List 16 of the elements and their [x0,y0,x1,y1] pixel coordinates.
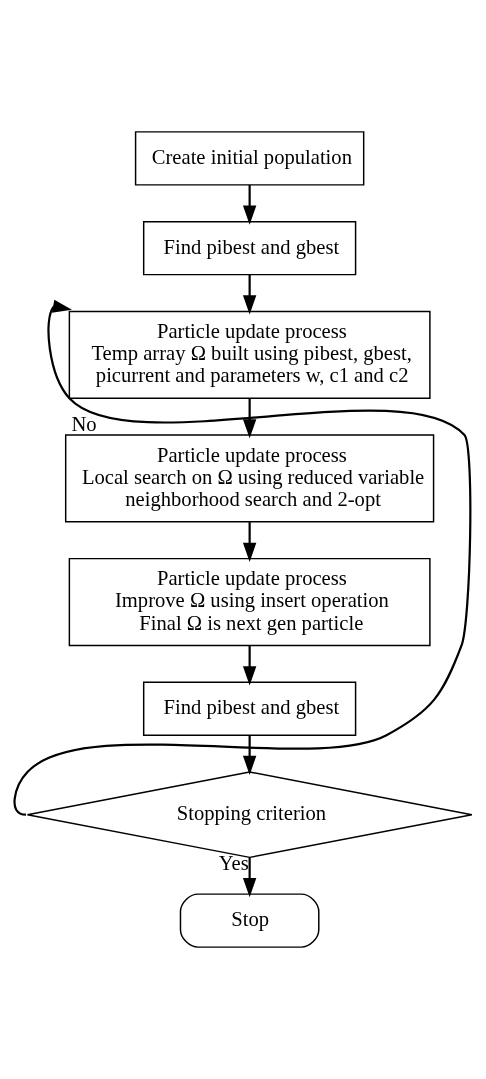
arrow [242,274,257,315]
node-box: Stop [179,893,320,948]
arrow [242,522,257,562]
node-box: Create initial population [134,131,365,186]
arrow [242,398,257,439]
arrow [242,857,257,898]
node-box: Particle update process Temp array Ω built using pibest, gbest, picurrent and parameters w, c1 and c2 [68,310,431,399]
node-box: Particle update process Improve Ω using insert operation Final Ω is next gen particle [68,557,431,647]
node-box: Particle update process Local search on Ω using reduced variable neighborhood search and 2-opt [64,434,435,523]
arrow [242,645,257,686]
arrow [242,735,257,775]
node-box: Find pibest and gbest [142,220,357,276]
arrow [14,299,472,816]
edge-label: No [71,412,97,435]
node-box: Find pibest and gbest [142,681,357,736]
arrow [242,184,257,225]
